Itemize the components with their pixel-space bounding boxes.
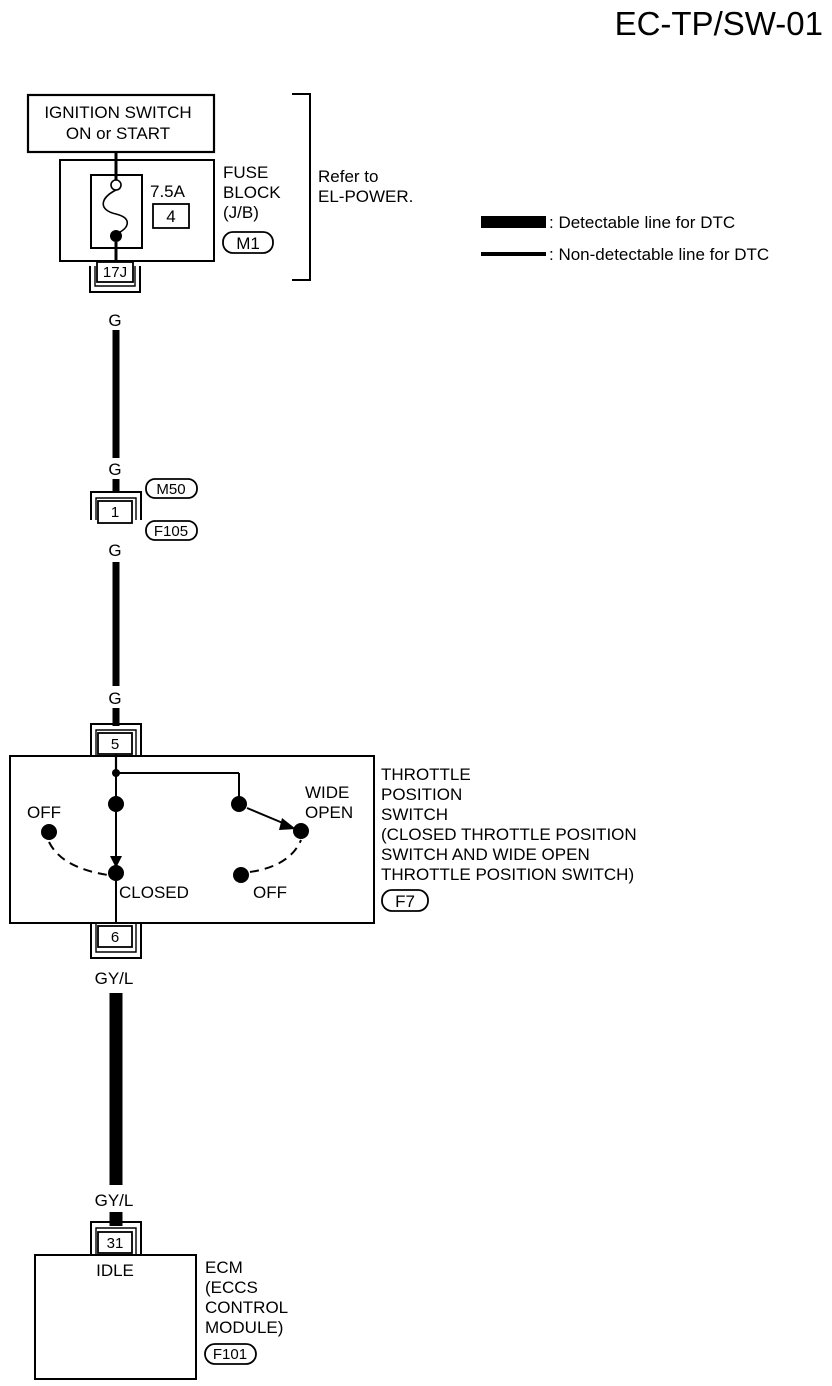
wire-color-g-upper-mid: G bbox=[108, 460, 121, 479]
fuse-number-box bbox=[152, 203, 190, 229]
off-contact-left bbox=[41, 824, 57, 840]
joint-connector-1: 1 M50 F105 bbox=[90, 478, 198, 541]
ecm-label-line1: ECM bbox=[205, 1258, 243, 1277]
terminal-label-6: 6 bbox=[111, 929, 119, 946]
closed-switch-travel-arc bbox=[48, 841, 109, 876]
legend: : Detectable line for DTC : Non-detectab… bbox=[481, 213, 769, 264]
fuse-terminal-top bbox=[110, 179, 122, 191]
fuse-block-label-line2: BLOCK bbox=[223, 183, 281, 202]
wide-open-arrowhead-icon bbox=[279, 818, 296, 830]
ignition-switch-label-line1: IGNITION SWITCH bbox=[44, 103, 191, 122]
throttle-position-switch: OFF CLOSED WIDE OPEN OFF THROTTLE POSITI… bbox=[9, 754, 637, 924]
fuse-block: 7.5A 4 FUSE BLOCK (J/B) M1 bbox=[59, 159, 281, 262]
legend-detectable-label: : Detectable line for DTC bbox=[549, 213, 735, 232]
ignition-switch-label-line2: ON or START bbox=[66, 124, 170, 143]
legend-non-detectable-label: : Non-detectable line for DTC bbox=[549, 245, 769, 264]
ecm-label-line4: MODULE) bbox=[205, 1318, 283, 1337]
wire-color-gyl-top: GY/L bbox=[95, 969, 134, 988]
off-contact-right bbox=[233, 867, 249, 883]
refer-note: Refer to EL-POWER. bbox=[292, 93, 413, 281]
connector-badge-f105 bbox=[145, 520, 198, 541]
ecm-label-line2: (ECCS bbox=[205, 1278, 258, 1297]
wire-color-g-bottom: G bbox=[108, 689, 121, 708]
throttle-switch-label-line2: POSITION bbox=[381, 785, 462, 804]
fuse-block-label-line1: FUSE bbox=[223, 163, 268, 182]
joint-connector-terminal-label: 1 bbox=[111, 504, 119, 521]
connector-label-m1: M1 bbox=[236, 234, 260, 253]
refer-note-line1: Refer to bbox=[318, 167, 378, 186]
switch-label-closed: CLOSED bbox=[119, 883, 189, 902]
connector-badge-m1 bbox=[222, 231, 274, 254]
connector-badge-m50 bbox=[145, 478, 198, 499]
closed-switch-pivot bbox=[108, 796, 124, 812]
fuse-block-label-line3: (J/B) bbox=[223, 203, 259, 222]
connector-label-m50: M50 bbox=[156, 481, 185, 498]
connector-label-f105: F105 bbox=[154, 523, 188, 540]
ecm-input-label: IDLE bbox=[96, 1261, 134, 1280]
fuse-terminal-bottom bbox=[110, 230, 122, 242]
closed-contact bbox=[108, 865, 124, 881]
terminal-17j: 17J bbox=[89, 261, 141, 293]
switch-label-off-right: OFF bbox=[253, 883, 287, 902]
terminal-6: 6 bbox=[90, 923, 142, 959]
connector-badge-f7 bbox=[381, 889, 429, 912]
fuse-number: 4 bbox=[166, 207, 175, 226]
closed-switch-arrowhead-icon bbox=[110, 856, 122, 868]
wire-color-g-top: G bbox=[108, 311, 121, 330]
switch-label-off-left: OFF bbox=[27, 803, 61, 822]
terminal-5: 5 bbox=[90, 723, 142, 756]
throttle-switch-label-line5: SWITCH AND WIDE OPEN bbox=[381, 845, 590, 864]
ecm: IDLE ECM (ECCS CONTROL MODULE) F101 bbox=[34, 1254, 288, 1380]
fuse-amperage: 7.5A bbox=[150, 182, 186, 201]
wire-color-gyl-bottom: GY/L bbox=[95, 1191, 134, 1210]
connector-label-f7: F7 bbox=[395, 892, 415, 911]
wide-open-switch-pivot bbox=[231, 796, 247, 812]
terminal-label-17j: 17J bbox=[103, 264, 127, 281]
throttle-switch-label-line1: THROTTLE bbox=[381, 765, 471, 784]
wide-open-contact bbox=[293, 823, 309, 839]
ignition-switch: IGNITION SWITCH ON or START bbox=[26, 93, 216, 154]
refer-bracket bbox=[292, 93, 311, 281]
throttle-switch-label-line4: (CLOSED THROTTLE POSITION bbox=[381, 825, 637, 844]
terminal-label-5: 5 bbox=[111, 736, 119, 753]
switch-label-wide: WIDE bbox=[305, 783, 349, 802]
connector-badge-f101 bbox=[204, 1343, 257, 1365]
ecm-label-line3: CONTROL bbox=[205, 1298, 288, 1317]
wide-open-switch-travel-arc bbox=[249, 839, 302, 873]
terminal-31: 31 bbox=[90, 1221, 142, 1254]
fuse-element-icon bbox=[102, 189, 129, 235]
wire-color-g-lower-mid: G bbox=[108, 541, 121, 560]
terminal-label-31: 31 bbox=[107, 1235, 124, 1252]
switch-label-open: OPEN bbox=[305, 803, 353, 822]
page-title: EC-TP/SW-01 bbox=[615, 5, 823, 42]
connector-label-f101: F101 bbox=[213, 1346, 247, 1363]
throttle-switch-label-line6: THROTTLE POSITION SWITCH) bbox=[381, 865, 634, 884]
refer-note-line2: EL-POWER. bbox=[318, 187, 413, 206]
throttle-switch-label-line3: SWITCH bbox=[381, 805, 448, 824]
